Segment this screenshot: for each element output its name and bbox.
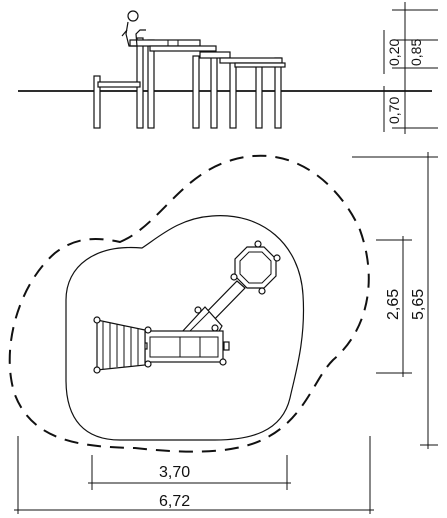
dim-depth: 0,70	[386, 97, 402, 124]
beams	[129, 39, 286, 68]
dim-height-small: 0,20	[386, 39, 402, 66]
ramp	[96, 319, 146, 371]
dim-width-inner: 3,70	[159, 464, 190, 481]
safety-zone-outline	[8, 154, 370, 453]
impact-area-outline	[65, 215, 305, 441]
octagon-tower	[234, 246, 277, 289]
dim-height-upper: 0,85	[408, 39, 424, 66]
bench	[97, 81, 141, 88]
elevation-dimensions	[383, 2, 438, 134]
dim-width-outer: 6,72	[159, 493, 190, 510]
child-figure	[121, 10, 146, 47]
play-structure-plan	[93, 240, 281, 374]
plan-dimensions-horizontal	[14, 436, 374, 514]
dim-length-outer: 5,65	[410, 289, 427, 320]
dim-length-inner: 2,65	[385, 289, 402, 320]
elevation-view: 0,20 0,85 0,70	[18, 2, 438, 134]
plan-view: 2,65 5,65 3,70 6,72	[8, 152, 438, 514]
plan-dimensions-vertical	[352, 152, 438, 449]
